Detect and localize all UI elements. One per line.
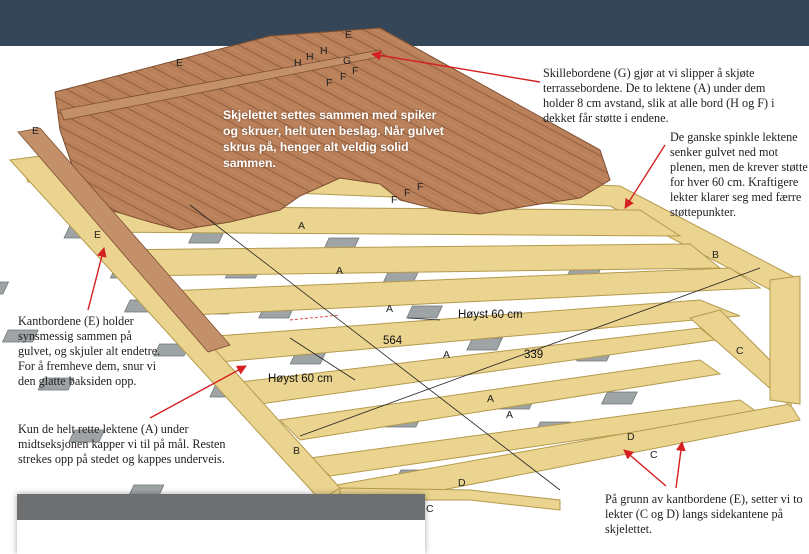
block — [68, 429, 106, 443]
joist — [278, 359, 722, 441]
block — [37, 377, 75, 391]
callout-kantbord: Kantbordene (E) holder synsmessig sammen… — [18, 314, 161, 388]
info-panel — [17, 494, 425, 554]
label-a: A — [506, 409, 513, 421]
dimension-labels: 564 339 Høyst 60 cm Høyst 60 cm — [268, 309, 543, 385]
label-c: C — [650, 449, 658, 461]
joist — [98, 243, 722, 277]
arrow-lekter-c — [675, 441, 686, 489]
label-h: H — [294, 57, 302, 69]
info-panel-header — [17, 494, 425, 520]
block — [1, 329, 39, 343]
label-a: A — [336, 265, 343, 277]
callout-spinkle-lekter: De ganske spinkle lektene senker gulvet … — [670, 130, 808, 219]
label-f: F — [391, 194, 397, 206]
label-e: E — [32, 125, 39, 137]
callout-arrows — [87, 50, 686, 489]
label-d: D — [627, 431, 635, 443]
cut-mark — [289, 314, 341, 321]
label-h: H — [306, 51, 314, 63]
callout-rette-lekter: Kun de helt rette lektene (A) under midt… — [18, 422, 226, 466]
arrow-spinkle — [624, 144, 666, 209]
label-e: E — [94, 229, 101, 241]
label-c: C — [736, 345, 744, 357]
callout-kantbordene-lekter: På grunn av kantbordene (E), setter vi t… — [605, 492, 803, 536]
spacing-line-1 — [289, 337, 356, 381]
label-a: A — [443, 349, 450, 361]
overlay-caption: Skjelettet settes sammen med spiker og s… — [223, 108, 444, 170]
dimension-spacing-2: Høyst 60 cm — [268, 373, 333, 385]
label-f: F — [340, 71, 346, 83]
label-b: B — [712, 249, 719, 261]
label-f: F — [326, 77, 332, 89]
arrow-rette-lekter — [149, 365, 247, 419]
label-c: C — [426, 503, 434, 515]
label-a: A — [487, 393, 494, 405]
label-d: D — [458, 477, 466, 489]
label-a: A — [386, 303, 393, 315]
width-dimension-line — [299, 267, 761, 437]
arrow-skillebord — [371, 50, 541, 83]
block — [0, 281, 10, 295]
spacing-line-2 — [407, 317, 441, 321]
arrow-lekter-d — [623, 449, 667, 487]
label-e: E — [176, 57, 183, 69]
edge-board-e — [17, 127, 231, 353]
dimension-width: 339 — [524, 349, 543, 361]
label-f: F — [404, 187, 410, 199]
end-rim — [769, 275, 801, 405]
label-f: F — [352, 65, 358, 77]
label-g: G — [343, 55, 351, 67]
dimension-lines — [189, 204, 761, 491]
frame-joists — [8, 155, 801, 511]
label-a: A — [298, 220, 305, 232]
length-dimension-line — [189, 204, 561, 491]
dimension-length: 564 — [383, 335, 403, 347]
callout-skillebord: Skillebordene (G) gjør at vi slipper å s… — [543, 66, 775, 125]
part-labels: E E E E H H H G F F F F F F A A A A A A … — [32, 29, 744, 515]
label-e: E — [345, 29, 352, 41]
label-b: B — [293, 445, 300, 457]
block — [406, 305, 443, 319]
header-bar — [0, 0, 809, 46]
arrow-kantbord — [87, 247, 107, 311]
label-f: F — [417, 181, 423, 193]
label-h: H — [320, 45, 328, 57]
block — [601, 391, 638, 405]
dimension-spacing-1: Høyst 60 cm — [458, 309, 523, 321]
